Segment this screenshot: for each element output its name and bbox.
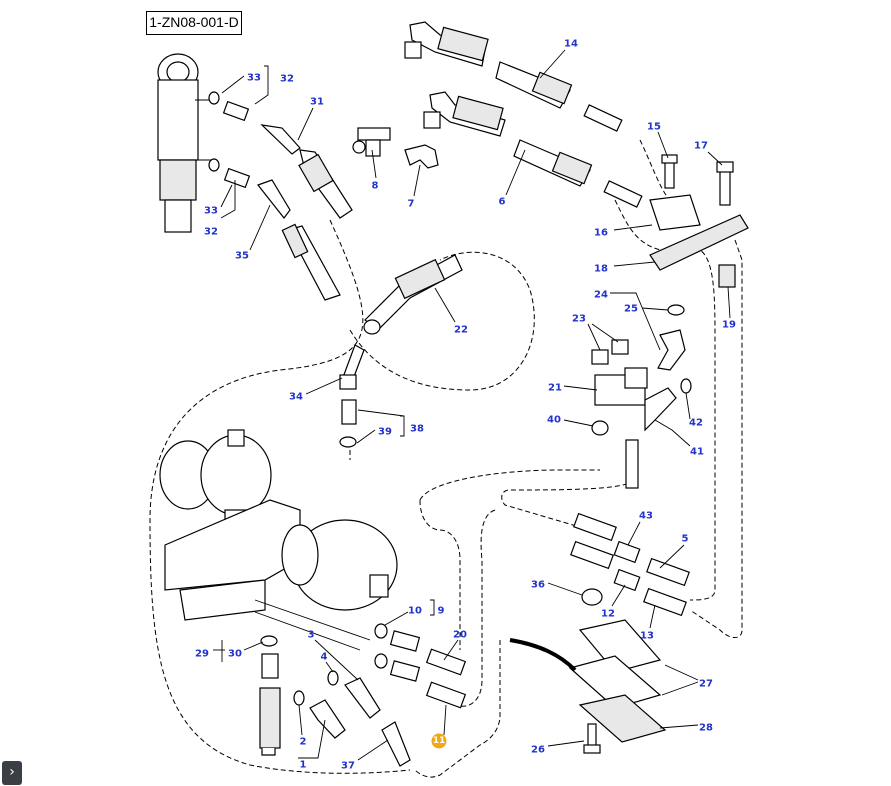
- part-label-26[interactable]: 26: [531, 745, 545, 756]
- part-label-22[interactable]: 22: [454, 325, 468, 336]
- part-label-1[interactable]: 1: [300, 760, 307, 771]
- part-label-42[interactable]: 42: [689, 418, 703, 429]
- part-label-10[interactable]: 10: [408, 606, 422, 617]
- part-label-39[interactable]: 39: [378, 427, 392, 438]
- part-label-28[interactable]: 28: [699, 723, 713, 734]
- part-label-27[interactable]: 27: [699, 679, 713, 690]
- fittings-bottom-left: [293, 670, 411, 767]
- valve-block-accumulators: [159, 429, 398, 651]
- part-label-18[interactable]: 18: [594, 264, 608, 275]
- part-label-38[interactable]: 38: [410, 424, 424, 435]
- hose-14: [404, 21, 623, 132]
- chevron-right-icon[interactable]: ›: [2, 761, 22, 785]
- part-label-33[interactable]: 33: [247, 73, 261, 84]
- part-label-36[interactable]: 36: [531, 580, 545, 591]
- hydraulic-cylinder: [157, 53, 215, 233]
- adapter-38: [339, 399, 357, 448]
- part-label-13[interactable]: 13: [640, 631, 654, 642]
- fittings-right: [570, 512, 690, 617]
- clamp-assembly: [649, 154, 749, 288]
- part-label-12[interactable]: 12: [601, 609, 615, 620]
- clamp-block: [509, 619, 667, 754]
- hose-6: [423, 91, 643, 208]
- part-label-33[interactable]: 33: [204, 206, 218, 217]
- part-label-6[interactable]: 6: [499, 197, 506, 208]
- part-label-40[interactable]: 40: [547, 415, 561, 426]
- part-label-9[interactable]: 9: [438, 606, 445, 617]
- highlighted-callout-label: 11: [433, 736, 446, 746]
- hose-29: [259, 635, 281, 756]
- part-label-21[interactable]: 21: [548, 383, 562, 394]
- part-label-34[interactable]: 34: [289, 392, 303, 403]
- part-label-29[interactable]: 29: [195, 649, 209, 660]
- part-label-24[interactable]: 24: [594, 290, 608, 301]
- part-label-30[interactable]: 30: [228, 649, 242, 660]
- fittings-9-10-20-11: [374, 623, 467, 709]
- part-label-4[interactable]: 4: [321, 652, 328, 663]
- part-label-41[interactable]: 41: [690, 447, 704, 458]
- diagram-code: 1-ZN08-001-D: [146, 11, 242, 35]
- leader-lines: [213, 49, 731, 761]
- part-label-3[interactable]: 3: [308, 630, 315, 641]
- tee-fitting-8: [352, 127, 391, 157]
- part-label-35[interactable]: 35: [235, 251, 249, 262]
- hose-22: [363, 254, 463, 335]
- part-label-14[interactable]: 14: [564, 39, 578, 50]
- part-label-5[interactable]: 5: [682, 534, 689, 545]
- part-label-37[interactable]: 37: [341, 761, 355, 772]
- part-label-7[interactable]: 7: [408, 199, 415, 210]
- manifold-fittings: [591, 304, 692, 489]
- highlighted-callout[interactable]: 11: [431, 733, 447, 749]
- part-label-16[interactable]: 16: [594, 228, 608, 239]
- hose-31: [298, 149, 353, 219]
- part-label-8[interactable]: 8: [372, 181, 379, 192]
- part-label-23[interactable]: 23: [572, 314, 586, 325]
- elbow-fitting-7: [404, 144, 439, 169]
- part-label-32[interactable]: 32: [280, 74, 294, 85]
- part-label-2[interactable]: 2: [300, 737, 307, 748]
- part-label-31[interactable]: 31: [310, 97, 324, 108]
- hose-35: [281, 223, 341, 301]
- part-label-32[interactable]: 32: [204, 227, 218, 238]
- part-label-20[interactable]: 20: [453, 630, 467, 641]
- part-label-25[interactable]: 25: [624, 304, 638, 315]
- part-label-43[interactable]: 43: [639, 511, 653, 522]
- part-label-19[interactable]: 19: [722, 320, 736, 331]
- hose-routing-lines: [149, 139, 743, 778]
- cylinder-fittings: [208, 91, 301, 219]
- part-label-15[interactable]: 15: [647, 122, 661, 133]
- swivel-fitting-34: [339, 344, 365, 390]
- part-label-17[interactable]: 17: [694, 141, 708, 152]
